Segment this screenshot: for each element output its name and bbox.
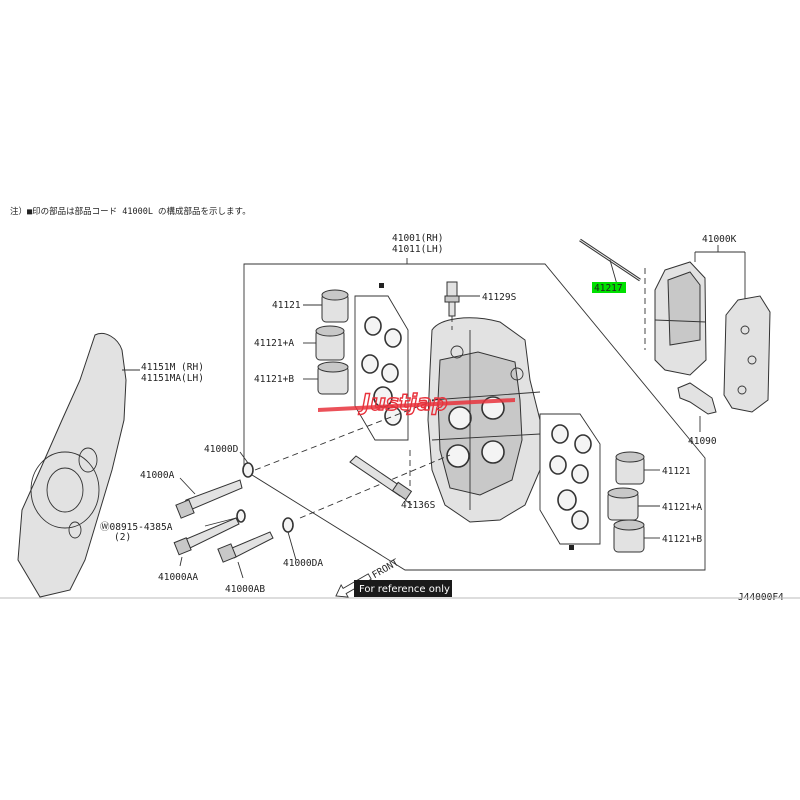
brake-pad-outer [723, 295, 771, 413]
piston-a-label: 41121+A [254, 338, 294, 349]
caliper-lh-label: 41011(LH) [392, 244, 443, 255]
washer-da-label: 41000DA [283, 558, 323, 569]
diagram-note: 注）■印の部品は部品コード 41000L の構成部品を示します。 [10, 206, 251, 217]
piston-right-3 [613, 519, 645, 553]
reference-text: For reference only [359, 584, 450, 595]
washer-da [282, 517, 294, 533]
piston-right-a-label: 41121+A [662, 502, 702, 513]
bleeder-screw [444, 281, 460, 317]
align-line-2 [299, 454, 451, 519]
washer-d-label: 41000D [204, 444, 239, 455]
pad-clip-label: 41090 [688, 436, 717, 447]
washer-spec-label: Ⓦ08915-4385A [100, 522, 173, 533]
pad-kit-label: 41000K [702, 234, 737, 245]
pad-pin-label: 41217 [594, 283, 623, 294]
brake-caliper [427, 317, 541, 523]
piston-left-2 [315, 325, 345, 361]
align-line-1 [254, 397, 441, 471]
guide-pin-label: 41136S [401, 500, 436, 511]
piston-right-b-label: 41121+B [662, 534, 702, 545]
reference-badge: For reference only [354, 580, 452, 597]
washer-d [242, 462, 254, 478]
watermark-text: Justjap [358, 391, 448, 416]
seal-kit-left [354, 283, 409, 441]
bleeder-label: 41129S [482, 292, 517, 303]
piston-left-1 [321, 289, 349, 323]
piston-right-2 [607, 487, 639, 521]
bolt-aa [173, 517, 240, 556]
bolt-a-label: 41000A [140, 470, 175, 481]
dust-shield [17, 333, 127, 598]
piston-label: 41121 [272, 300, 301, 311]
seal-kit-right [539, 413, 601, 550]
bolt-ab-label: 41000AB [225, 584, 265, 595]
washer-qty-label: (2) [114, 532, 131, 543]
piston-left-3 [317, 361, 349, 395]
dust-shield-lh-label: 41151MA(LH) [141, 373, 204, 384]
bolt-aa-label: 41000AA [158, 572, 198, 583]
piston-right-1 [615, 451, 645, 485]
guide-pin [349, 455, 413, 501]
pad-clip [677, 382, 717, 415]
dust-shield-rh-label: 41151M (RH) [141, 362, 204, 373]
washer-spec [236, 509, 246, 523]
bolt-ab [217, 531, 274, 563]
front-label: FRONT [370, 557, 401, 581]
bolt-a [175, 479, 243, 519]
pad-pin-highlight [592, 282, 626, 293]
brake-pad-inner [654, 261, 707, 376]
piston-b-label: 41121+B [254, 374, 294, 385]
piston-right-label: 41121 [662, 466, 691, 477]
caliper-rh-label: 41001(RH) [392, 233, 443, 244]
watermark: Justjap [318, 390, 515, 417]
